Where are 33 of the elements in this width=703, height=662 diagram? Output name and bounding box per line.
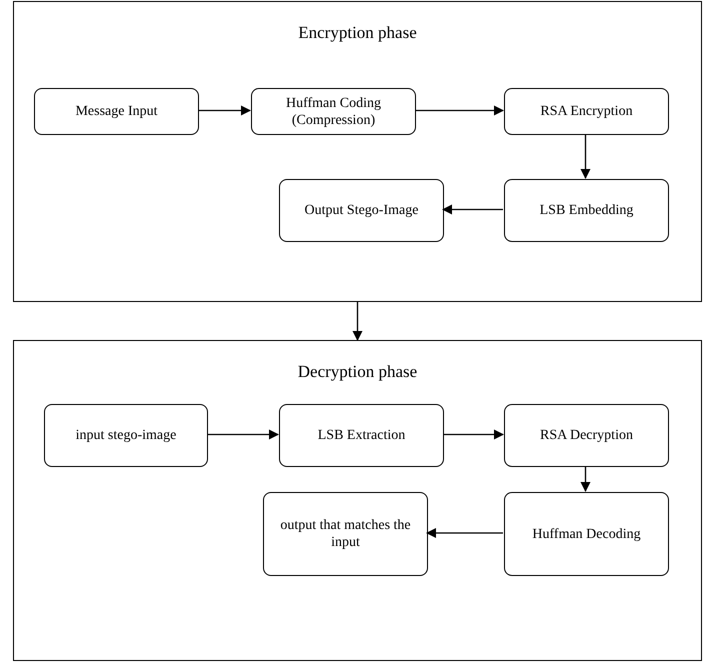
arrow: [426, 528, 503, 538]
arrow: [580, 134, 590, 179]
process-box: [504, 492, 669, 576]
box-label: RSA Decryption: [540, 427, 633, 444]
process-box: [504, 179, 669, 242]
process-box: [279, 179, 444, 242]
process-box: [34, 88, 199, 135]
box-label: Output Stego-Image: [304, 202, 418, 219]
arrow: [442, 204, 503, 214]
arrow: [443, 430, 504, 440]
arrow: [352, 302, 362, 341]
phase-panel: [13, 1, 702, 302]
process-box: [44, 404, 208, 467]
process-box: [504, 88, 669, 135]
process-box: [263, 492, 428, 576]
box-label: RSA Encryption: [540, 103, 633, 120]
panel-title: Encryption phase: [297, 22, 418, 44]
arrow: [580, 466, 590, 492]
process-box: [279, 404, 444, 467]
box-label: Huffman Coding (Compression): [284, 94, 382, 128]
process-box: [504, 404, 669, 467]
phase-panel: [13, 340, 702, 661]
box-label: LSB Extraction: [318, 427, 406, 444]
process-box: [251, 88, 416, 135]
box-label: input stego-image: [76, 427, 176, 444]
box-label: Huffman Decoding: [532, 526, 641, 542]
box-label: LSB Embedding: [540, 202, 634, 219]
box-label: Message Input: [75, 103, 158, 120]
panel-title: Decryption phase: [296, 361, 418, 383]
arrow: [207, 430, 279, 440]
arrow: [415, 106, 504, 116]
box-label: output that matches the input: [279, 517, 412, 551]
arrow: [198, 106, 251, 116]
